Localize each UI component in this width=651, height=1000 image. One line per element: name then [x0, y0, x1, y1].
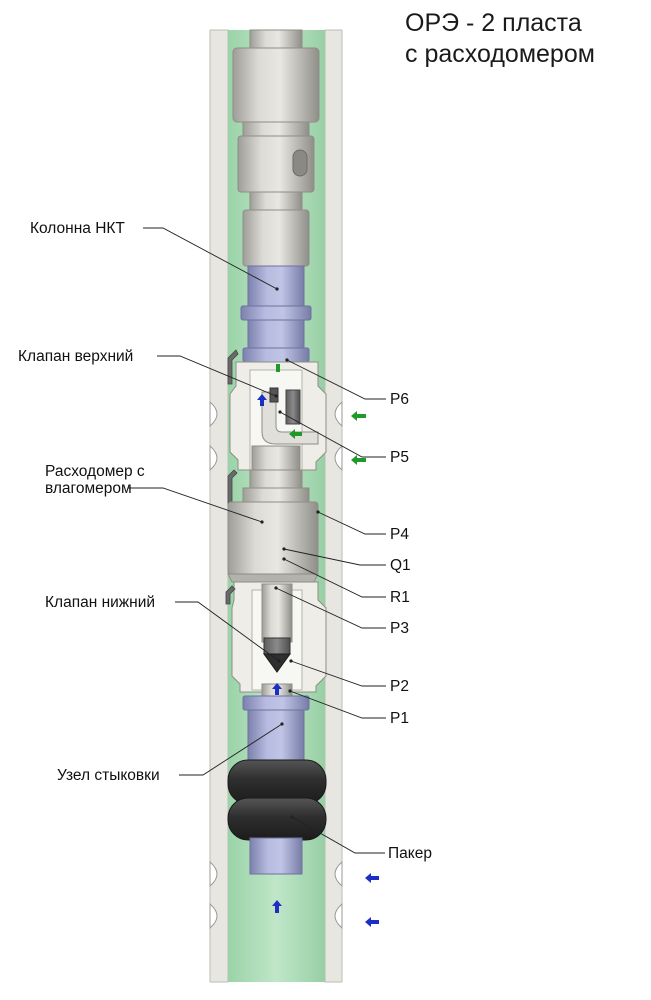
tag-p2: P2	[390, 678, 409, 695]
arrow-green-upper-right	[351, 411, 366, 421]
tag-p5: P5	[390, 449, 409, 466]
tag-p3: P3	[390, 620, 409, 637]
label-docking-unit: Узел стыковки	[57, 767, 160, 784]
tag-p6: P6	[390, 391, 409, 408]
middle-tubing	[227, 469, 310, 509]
arrow-green-lower-right	[351, 455, 366, 465]
label-flowmeter-line1: Расходомер с	[45, 463, 145, 480]
packer-body	[227, 759, 327, 875]
label-upper-valve: Клапан верхний	[18, 348, 134, 365]
label-lower-valve: Клапан нижний	[45, 594, 156, 611]
lower-valve-housing	[225, 581, 327, 697]
title-line-2: с расходомером	[405, 40, 595, 68]
tag-p1: P1	[390, 710, 409, 727]
arrow-blue-right-upper	[365, 873, 379, 883]
leader-dots	[260, 287, 320, 819]
arrow-green-inner	[276, 364, 302, 439]
diagram-title: ОРЭ - 2 пласта с расходомером	[405, 8, 595, 70]
arrow-blue-upper-valve	[257, 394, 267, 406]
label-tubing: Колонна НКТ	[30, 220, 125, 237]
tag-q1: Q1	[390, 557, 411, 574]
flowmeter-body	[227, 501, 319, 583]
casing	[209, 29, 343, 983]
title-line-1: ОРЭ - 2 пласта	[405, 9, 582, 37]
tag-r1: R1	[390, 589, 410, 606]
label-packer: Пакер	[388, 845, 432, 862]
leader-lines	[128, 227, 386, 854]
flow-arrows	[257, 364, 379, 927]
arrow-blue-bottom	[272, 900, 282, 913]
arrow-blue-right-lower	[365, 917, 379, 927]
tag-p4: P4	[390, 526, 409, 543]
tubing-string	[232, 29, 320, 363]
upper-valve-housing	[227, 349, 327, 471]
label-flowmeter-line2: влагомером	[45, 480, 132, 497]
arrow-blue-lower-valve	[272, 683, 282, 695]
docking-unit-body	[242, 695, 310, 761]
